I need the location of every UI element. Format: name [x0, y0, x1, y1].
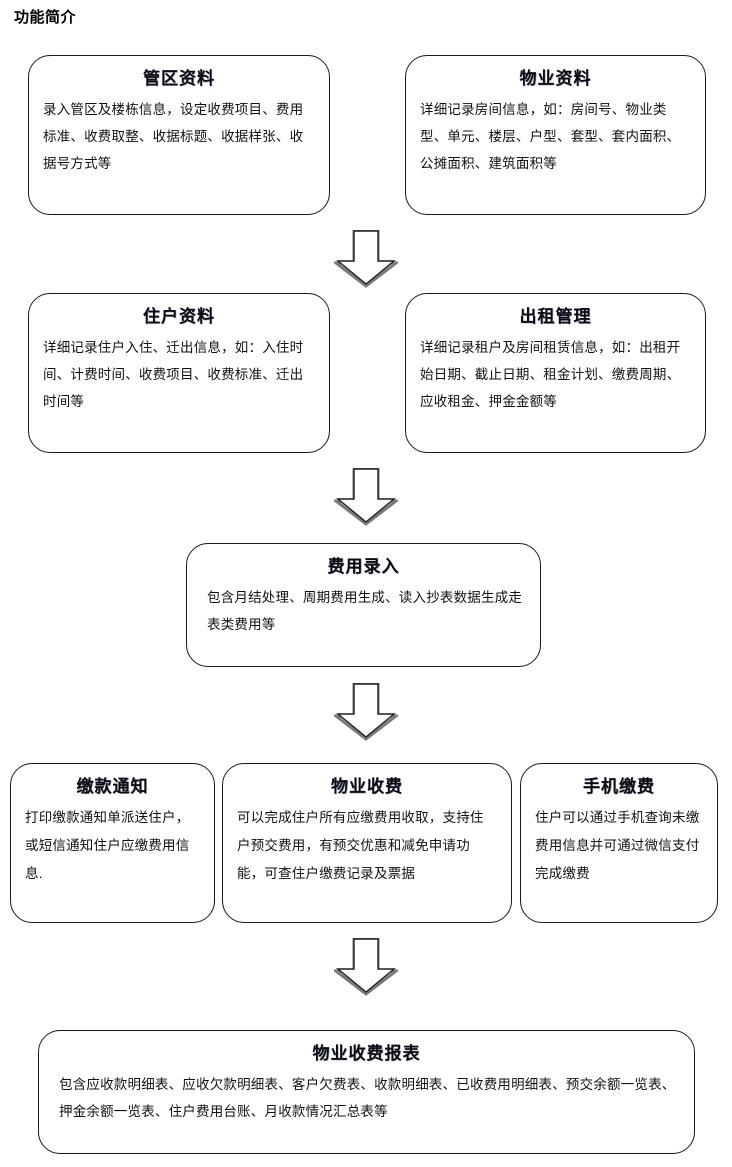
node-title: 管区资料 — [143, 69, 215, 88]
node-payment-notice[interactable]: 缴款通知 打印缴款通知单派送住户，或短信通知住户应缴费用信息. — [10, 763, 215, 923]
node-body: 录入管区及楼栋信息，设定收费项目、费用标准、收费取整、收据标题、收据样张、收据号… — [43, 102, 304, 171]
node-title: 住户资料 — [143, 307, 215, 326]
node-body: 包含应收款明细表、应收欠款明细表、客户欠费表、收款明细表、已收费用明细表、预交余… — [59, 1077, 676, 1119]
node-title: 物业收费 — [331, 777, 403, 796]
node-fee-entry[interactable]: 费用录入 包含月结处理、周期费用生成、读入抄表数据生成走表类费用等 — [186, 543, 541, 667]
node-title: 缴款通知 — [76, 777, 149, 796]
page-title: 功能简介 — [14, 9, 77, 26]
node-body: 包含月结处理、周期费用生成、读入抄表数据生成走表类费用等 — [207, 590, 523, 632]
node-district-data[interactable]: 管区资料 录入管区及楼栋信息，设定收费项目、费用标准、收费取整、收据标题、收据样… — [28, 55, 330, 215]
node-title: 手机缴费 — [583, 777, 655, 796]
node-body: 住户可以通过手机查询未缴费用信息并可通过微信支付完成缴费 — [535, 810, 700, 881]
node-title: 物业收费报表 — [312, 1044, 421, 1063]
arrow-down-block-icon — [334, 683, 398, 741]
node-body: 详细记录租户及房间租赁信息，如：出租开始日期、截止日期、租金计划、缴费周期、应收… — [420, 340, 681, 409]
node-charging-reports[interactable]: 物业收费报表 包含应收款明细表、应收欠款明细表、客户欠费表、收款明细表、已收费用… — [38, 1030, 695, 1154]
arrow-down-block-icon — [334, 468, 398, 526]
node-body: 详细记录住户入住、迁出信息，如：入住时间、计费时间、收费项目、收费标准、迁出时间… — [43, 340, 304, 409]
node-property-data[interactable]: 物业资料 详细记录房间信息，如：房间号、物业类型、单元、楼层、户型、套型、套内面… — [405, 55, 706, 215]
node-title: 物业资料 — [519, 69, 592, 88]
node-body: 可以完成住户所有应缴费用收取，支持住户预交费用，有预交优惠和减免申请功能，可查住… — [237, 810, 484, 881]
node-rental-management[interactable]: 出租管理 详细记录租户及房间租赁信息，如：出租开始日期、截止日期、租金计划、缴费… — [405, 293, 706, 453]
node-title: 出租管理 — [519, 307, 592, 326]
node-mobile-payment[interactable]: 手机缴费 住户可以通过手机查询未缴费用信息并可通过微信支付完成缴费 — [520, 763, 718, 923]
node-resident-data[interactable]: 住户资料 详细记录住户入住、迁出信息，如：入住时间、计费时间、收费项目、收费标准… — [28, 293, 330, 453]
node-body: 打印缴款通知单派送住户，或短信通知住户应缴费用信息. — [25, 810, 190, 881]
node-property-charging[interactable]: 物业收费 可以完成住户所有应缴费用收取，支持住户预交费用，有预交优惠和减免申请功… — [222, 763, 512, 923]
arrow-down-block-icon — [334, 938, 398, 996]
node-title: 费用录入 — [327, 557, 400, 576]
node-body: 详细记录房间信息，如：房间号、物业类型、单元、楼层、户型、套型、套内面积、公摊面… — [420, 102, 681, 171]
arrow-down-block-icon — [334, 230, 398, 288]
